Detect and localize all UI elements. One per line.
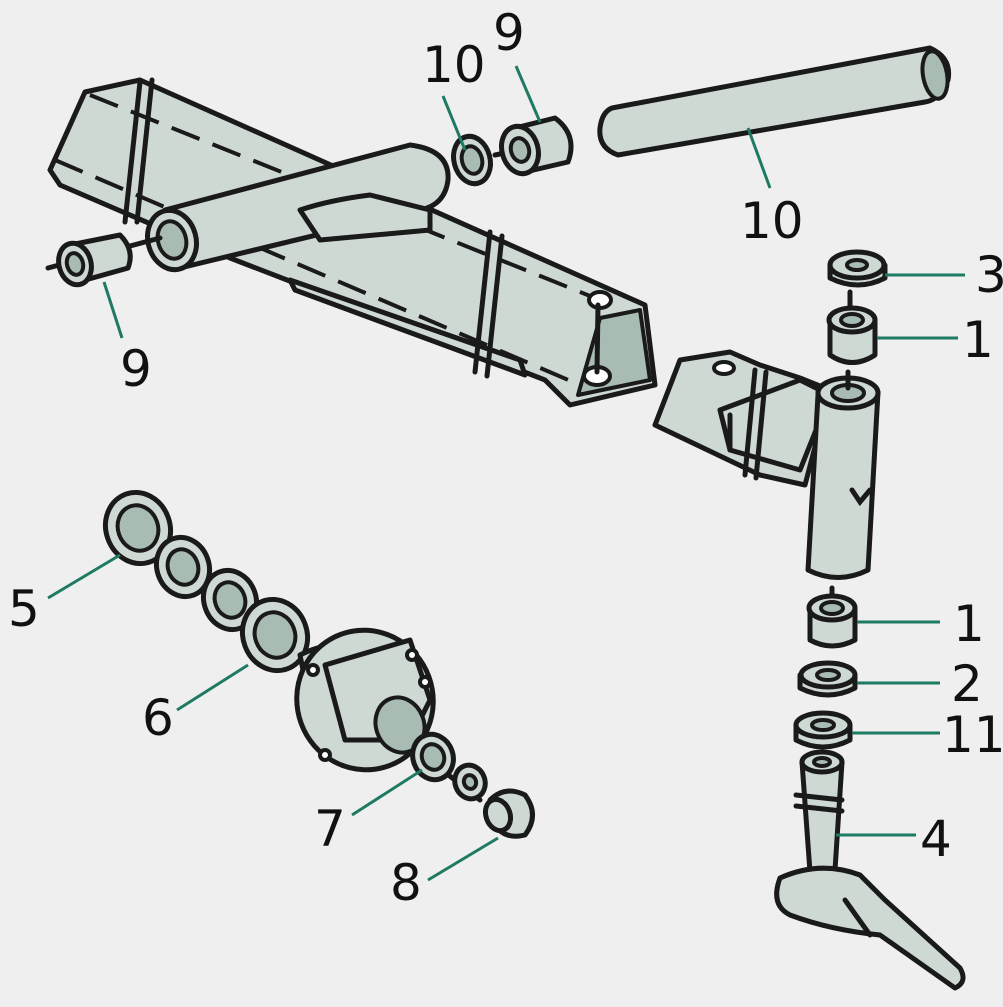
washer-3 xyxy=(827,249,888,288)
callout-11: 11 xyxy=(942,706,1003,764)
cross-tube xyxy=(145,142,451,273)
callout-6: 6 xyxy=(142,689,174,747)
bushing-left xyxy=(45,232,163,288)
axle-beam xyxy=(47,77,658,408)
race-a xyxy=(154,534,212,600)
washer-11 xyxy=(793,710,853,750)
callout-4: 4 xyxy=(920,810,952,868)
bushing-1-bottom xyxy=(806,585,858,649)
washer-2 xyxy=(797,660,858,698)
callout-2: 2 xyxy=(951,655,983,713)
nut xyxy=(452,762,488,802)
bushing-top-small xyxy=(451,133,493,187)
long-pin xyxy=(597,45,952,158)
right-bracket xyxy=(652,349,833,488)
callout-3: 3 xyxy=(975,246,1003,304)
callout-7: 7 xyxy=(314,800,346,858)
callout-8: 8 xyxy=(390,854,422,912)
bearing-7 xyxy=(410,731,456,783)
callout-5: 5 xyxy=(8,580,40,638)
dust-cap-8 xyxy=(482,788,535,839)
bearing-6 xyxy=(240,596,310,674)
callouts: 10 9 10 9 3 1 5 1 2 6 11 4 7 8 xyxy=(8,4,1003,912)
leader-lines xyxy=(47,65,965,882)
callout-10-right: 10 xyxy=(740,192,804,250)
callout-9-left: 9 xyxy=(120,340,152,398)
bushing-top-large xyxy=(492,115,574,177)
race-b xyxy=(201,567,259,633)
kingpin-housing xyxy=(805,369,881,580)
callout-1-bottom: 1 xyxy=(953,595,985,653)
bushing-1-top xyxy=(826,305,878,365)
callout-1-top: 1 xyxy=(962,311,994,369)
callout-9-top: 9 xyxy=(493,4,525,62)
wheel-hub xyxy=(294,627,436,773)
callout-10-top: 10 xyxy=(422,36,486,94)
spindle xyxy=(774,749,966,991)
